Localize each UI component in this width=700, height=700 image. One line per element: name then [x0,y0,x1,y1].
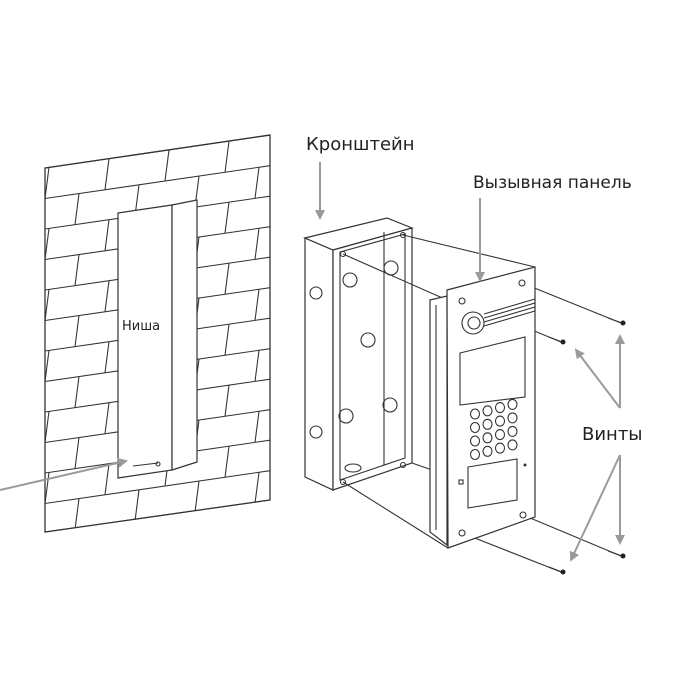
keypad-button [482,432,493,444]
call-panel-label: Вызывная панель [473,173,632,193]
screw-hole [518,279,526,287]
keypad-button [469,421,481,434]
keypad-button [469,448,481,461]
screws: Винты [548,317,643,575]
screw-icon [548,566,566,575]
keypad-button [507,425,518,437]
keypad [469,398,518,461]
display-screen [459,336,526,406]
speaker-grille [483,298,536,327]
bracket-label: Кронштейн [306,134,414,155]
keypad-button [494,415,506,427]
keypad-button [494,402,506,414]
screws-label: Винты [582,424,643,445]
keypad-button [494,442,506,454]
screw-hole [458,297,466,305]
keypad-button [469,435,481,447]
keypad-button [482,405,493,417]
screw-hole [458,529,466,537]
keypad-button [507,398,518,410]
niche: Ниша [117,199,198,479]
camera-icon [461,311,485,335]
screw-icon [607,317,626,326]
lower-window [467,458,518,509]
keypad-button [482,445,493,457]
bracket-box: Кронштейн [303,134,414,491]
call-panel: Вызывная панель [429,173,632,549]
screws-arrows [569,334,625,562]
keypad-button [482,418,493,430]
keypad-button [494,429,506,441]
bricks [45,135,270,532]
keypad-button [469,408,481,420]
niche-label: Ниша [122,319,160,334]
screw-icon [607,550,626,559]
screw-hole [519,511,527,519]
keypad-button [507,412,518,424]
niche-arrow [0,457,128,491]
keypad-button [507,439,518,451]
screw-icon [548,336,566,345]
